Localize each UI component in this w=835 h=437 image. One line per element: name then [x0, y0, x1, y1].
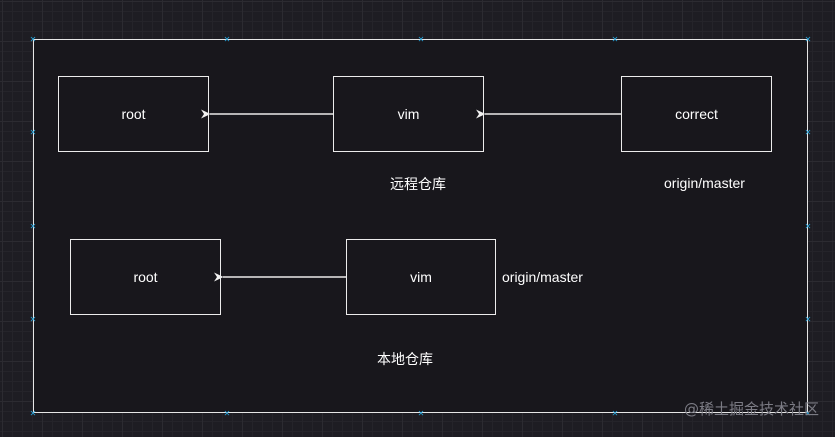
resize-handle-icon[interactable]: ✕	[29, 314, 37, 324]
remote-root-node[interactable]: root	[58, 76, 209, 152]
resize-handle-icon[interactable]: ✕	[611, 408, 619, 418]
remote-vim-node[interactable]: vim	[333, 76, 484, 152]
local-vim-node[interactable]: vim	[346, 239, 496, 315]
watermark-text: @稀土掘金技术社区	[683, 400, 819, 418]
resize-handle-icon[interactable]: ✕	[29, 127, 37, 137]
remote-branch-label[interactable]: origin/master	[664, 175, 745, 191]
local-branch-label[interactable]: origin/master	[502, 269, 583, 285]
resize-handle-icon[interactable]: ✕	[223, 34, 231, 44]
local-repo-caption[interactable]: 本地仓库	[377, 351, 433, 367]
selected-group-frame[interactable]	[33, 39, 808, 413]
resize-handle-icon[interactable]: ✕	[29, 221, 37, 231]
resize-handle-icon[interactable]: ✕	[804, 221, 812, 231]
resize-handle-icon[interactable]: ✕	[417, 34, 425, 44]
resize-handle-icon[interactable]: ✕	[29, 408, 37, 418]
resize-handle-icon[interactable]: ✕	[417, 408, 425, 418]
resize-handle-icon[interactable]: ✕	[611, 34, 619, 44]
resize-handle-icon[interactable]: ✕	[804, 408, 812, 418]
resize-handle-icon[interactable]: ✕	[804, 34, 812, 44]
remote-correct-node[interactable]: correct	[621, 76, 772, 152]
local-root-node[interactable]: root	[70, 239, 221, 315]
resize-handle-icon[interactable]: ✕	[804, 127, 812, 137]
resize-handle-icon[interactable]: ✕	[804, 314, 812, 324]
resize-handle-icon[interactable]: ✕	[29, 34, 37, 44]
resize-handle-icon[interactable]: ✕	[223, 408, 231, 418]
remote-repo-caption[interactable]: 远程仓库	[390, 176, 446, 192]
